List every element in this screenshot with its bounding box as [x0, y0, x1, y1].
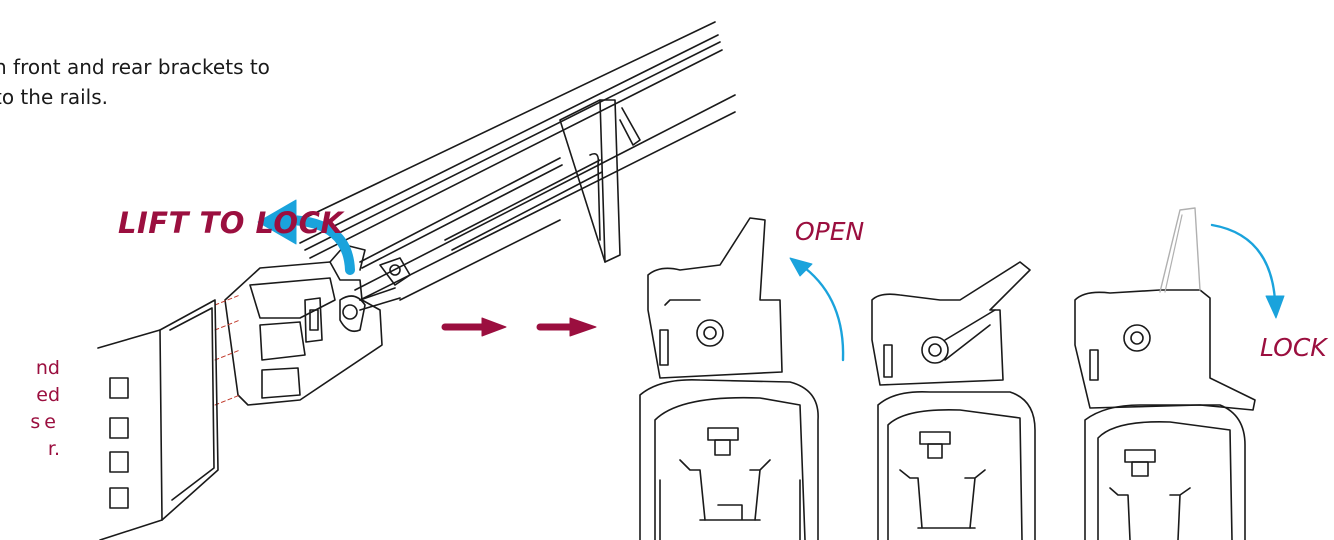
latch-state-lock	[1074, 207, 1256, 540]
side-note: nd ed se r.	[0, 355, 60, 463]
bracket-latch	[214, 244, 411, 406]
note-line-2: ed	[36, 384, 60, 406]
rack-hole-3	[109, 451, 129, 473]
open-label: OPEN	[795, 217, 865, 246]
arrow-right-icon	[441, 317, 597, 337]
instruction-line-1: n front and rear brackets to	[0, 55, 270, 79]
rack-hole-2	[109, 417, 129, 439]
note-line-3: se	[30, 411, 60, 433]
rail-assembly	[289, 21, 736, 301]
note-line-1: nd	[35, 357, 60, 379]
rack-post	[97, 299, 219, 540]
instruction-line-2: to the rails.	[0, 85, 108, 109]
lock-label: LOCK	[1260, 333, 1327, 362]
rack-hole-4	[109, 487, 129, 509]
curved-arrow-down-icon	[1210, 223, 1285, 319]
instruction-text: n front and rear brackets to to the rail…	[0, 52, 344, 112]
lift-to-lock-label: LIFT TO LOCK	[118, 206, 344, 240]
note-line-4: r.	[47, 438, 60, 460]
latch-state-middle	[871, 261, 1036, 540]
curved-arrow-up-icon	[789, 257, 845, 362]
rack-hole-1	[109, 377, 129, 399]
curved-arrow-left-icon	[257, 199, 355, 275]
latch-state-open	[639, 217, 819, 540]
